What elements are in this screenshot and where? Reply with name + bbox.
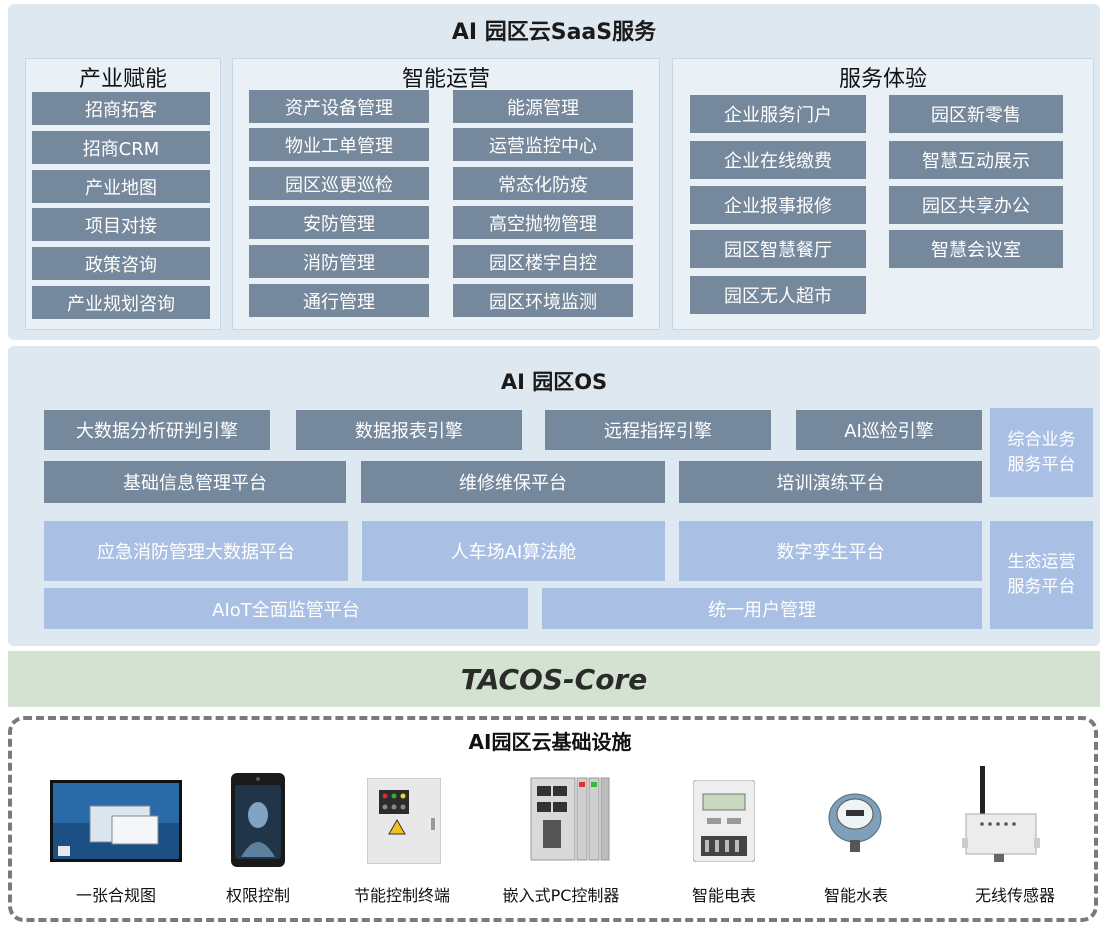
device-label: 节能控制终端 [353, 886, 450, 905]
service-item: 企业在线缴费 [690, 141, 866, 179]
engine-box: 远程指挥引擎 [545, 410, 771, 450]
os-title: AI 园区OS [500, 370, 608, 394]
face-recognition-terminal-icon [231, 773, 285, 867]
device-label: 嵌入式PC控制器 [502, 886, 620, 905]
display-screen-icon [50, 780, 182, 862]
industry-title: 产业赋能 [78, 67, 167, 92]
platform-box: 维修维保平台 [361, 461, 665, 503]
wireless-sensor-icon [960, 766, 1040, 862]
infra-container [8, 716, 1098, 922]
operation-item: 园区巡更巡检 [249, 167, 429, 200]
service-item: 智慧互动展示 [889, 141, 1063, 179]
operation-item: 能源管理 [453, 90, 633, 123]
light-platform-box: 数字孪生平台 [679, 521, 982, 581]
operation-item: 运营监控中心 [453, 128, 633, 161]
operation-item: 资产设备管理 [249, 90, 429, 123]
operation-item: 常态化防疫 [453, 167, 633, 200]
operation-item: 物业工单管理 [249, 128, 429, 161]
embedded-pc-controller-icon [529, 772, 611, 864]
control-cabinet-icon [366, 777, 442, 865]
service-item: 园区智慧餐厅 [690, 230, 866, 268]
engine-box: 大数据分析研判引擎 [44, 410, 270, 450]
service-item: 企业服务门户 [690, 95, 866, 133]
industry-item: 招商CRM [32, 131, 210, 164]
device-label: 一张合规图 [75, 886, 156, 905]
engine-box: 数据报表引擎 [296, 410, 522, 450]
light-platform-box: AIoT全面监管平台 [44, 588, 528, 629]
water-meter-icon [826, 784, 884, 854]
operation-title: 智能运营 [401, 67, 490, 92]
operation-item: 消防管理 [249, 245, 429, 278]
device-label: 智能电表 [691, 886, 756, 905]
device-label: 无线传感器 [974, 886, 1055, 905]
core-title: TACOS-Core [460, 662, 648, 696]
operation-item: 高空抛物管理 [453, 206, 633, 239]
industry-item: 招商拓客 [32, 92, 210, 125]
industry-item: 产业地图 [32, 170, 210, 203]
industry-item: 项目对接 [32, 208, 210, 241]
integrated-service-platform: 综合业务服务平台 [990, 408, 1093, 497]
industry-item: 产业规划咨询 [32, 286, 210, 319]
ecosystem-service-platform: 生态运营服务平台 [990, 521, 1093, 629]
service-title: 服务体验 [838, 67, 927, 92]
operation-item: 安防管理 [249, 206, 429, 239]
service-item: 园区共享办公 [889, 186, 1063, 224]
platform-box: 培训演练平台 [679, 461, 982, 503]
operation-item: 园区环境监测 [453, 284, 633, 317]
device-label: 权限控制 [225, 886, 290, 905]
infra-title: AI园区云基础设施 [468, 730, 632, 754]
electric-meter-icon [692, 779, 756, 863]
service-item: 智慧会议室 [889, 230, 1063, 268]
light-platform-box: 应急消防管理大数据平台 [44, 521, 348, 581]
service-item: 园区新零售 [889, 95, 1063, 133]
device-label: 智能水表 [823, 886, 888, 905]
service-item: 园区无人超市 [690, 276, 866, 314]
light-platform-box: 人车场AI算法舱 [362, 521, 665, 581]
side-label: 生态运营服务平台 [1007, 552, 1076, 597]
platform-box: 基础信息管理平台 [44, 461, 346, 503]
tacos-core-band: TACOS-Core [8, 651, 1100, 707]
light-platform-box: 统一用户管理 [542, 588, 982, 629]
operation-item: 通行管理 [249, 284, 429, 317]
service-item: 企业报事报修 [690, 186, 866, 224]
side-label: 综合业务服务平台 [1007, 429, 1076, 475]
industry-item: 政策咨询 [32, 247, 210, 280]
operation-item: 园区楼宇自控 [453, 245, 633, 278]
saas-title: AI 园区云SaaS服务 [451, 20, 657, 45]
engine-box: AI巡检引擎 [796, 410, 982, 450]
